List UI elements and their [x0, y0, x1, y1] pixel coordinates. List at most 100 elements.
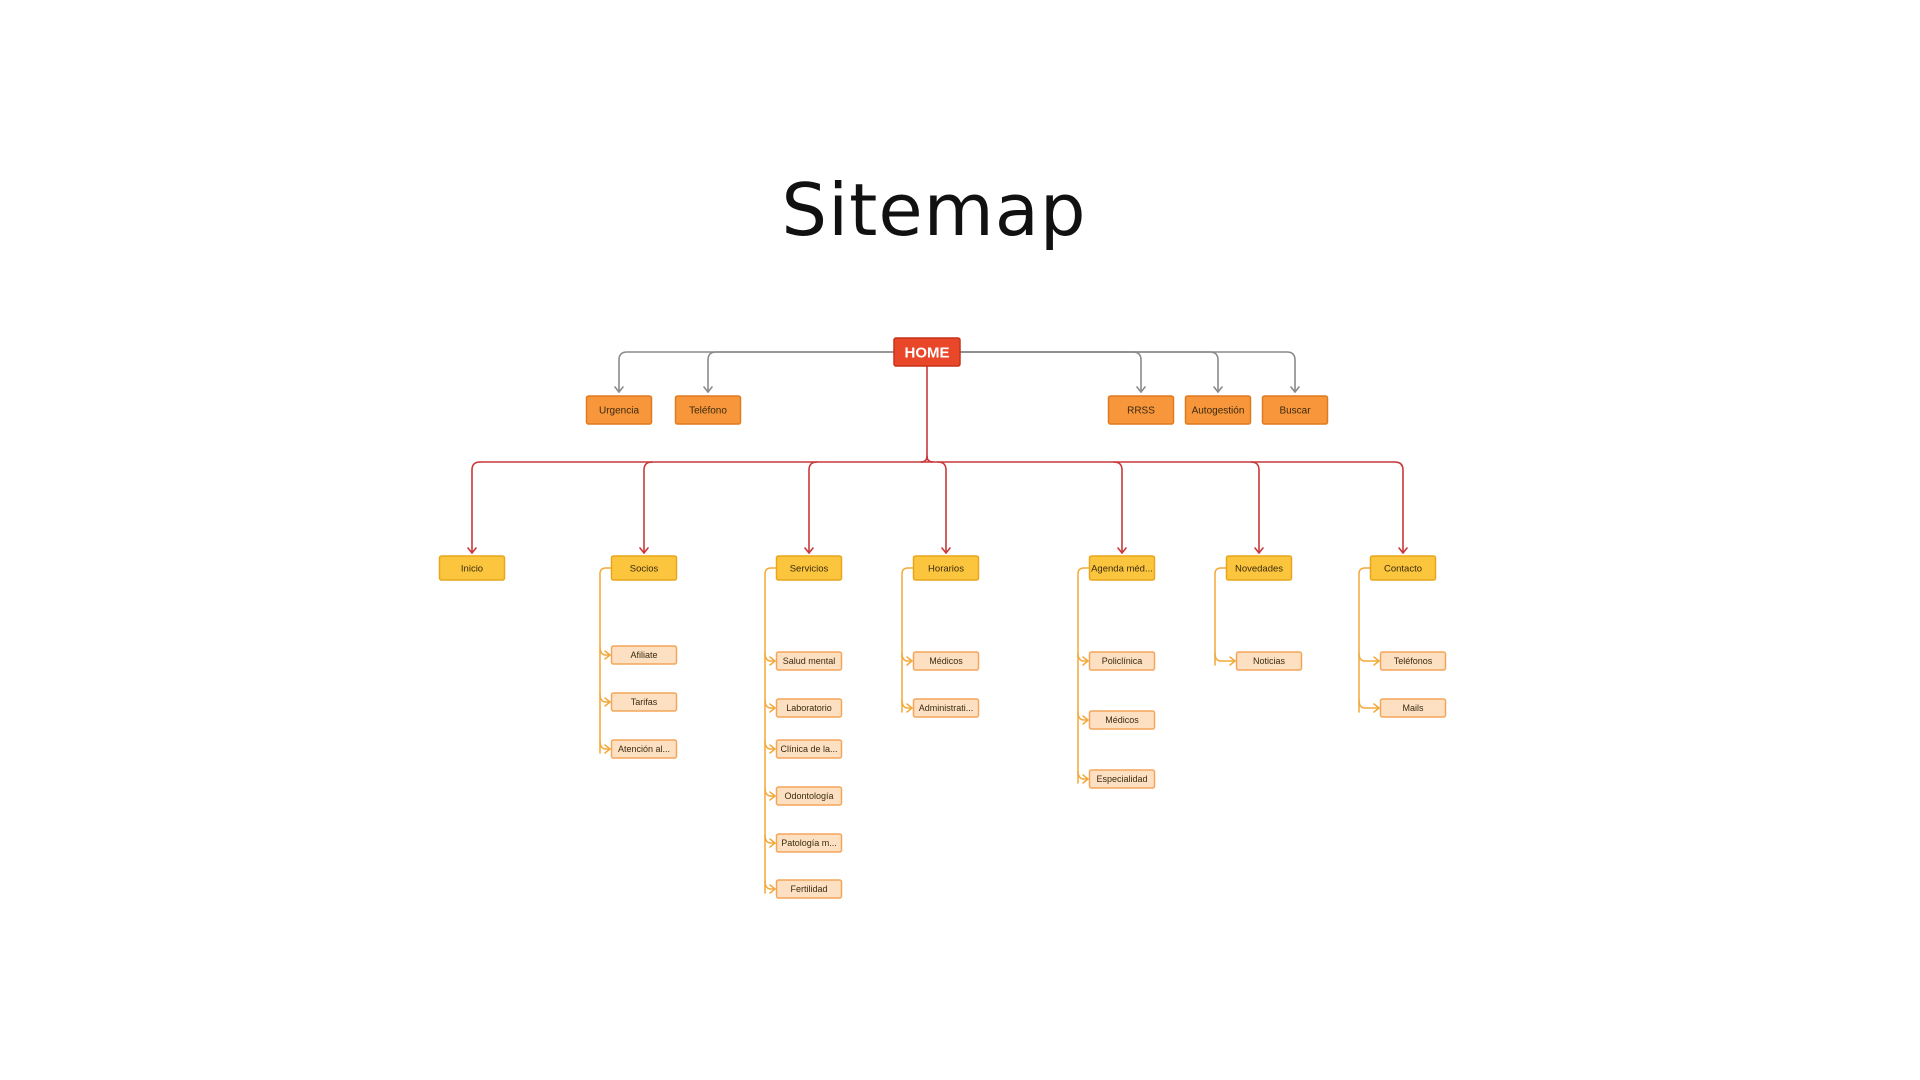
section-node-socios[interactable]: Socios: [610, 555, 678, 581]
section-node-contacto-box: [1369, 555, 1437, 581]
page-node-noticias-box: [1235, 651, 1303, 671]
section-link-agenda-med: [1113, 461, 1123, 554]
utility-arrow-telefono: [703, 386, 713, 393]
utility-node-urgencia[interactable]: Urgencia: [585, 395, 653, 425]
page-node-clinica-de-la-box: [775, 739, 843, 759]
section-link-socios: [643, 461, 653, 554]
page-node-salud-mental-label: Salud mental: [783, 656, 836, 666]
page-node-fertilidad-label: Fertilidad: [790, 884, 827, 894]
page-node-odontologia-box: [775, 786, 843, 806]
child-arrow-socios-1: [604, 697, 611, 707]
utility-link-buscar: [959, 351, 1296, 393]
section-arrow-agenda-med: [1117, 547, 1127, 554]
home-node[interactable]: HOME: [893, 337, 961, 367]
page-node-medicos-box: [1088, 710, 1156, 730]
child-arrow-socios-2: [604, 744, 611, 754]
child-arrow-servicios-2: [769, 744, 776, 754]
section-node-horarios[interactable]: Horarios: [912, 555, 980, 581]
section-arrow-contacto: [1398, 547, 1408, 554]
section-node-socios-box: [610, 555, 678, 581]
section-node-inicio[interactable]: Inicio: [438, 555, 506, 581]
page-node-medicos-label: Médicos: [1105, 715, 1139, 725]
utility-link-rrss: [959, 351, 1142, 393]
child-arrow-horarios-0: [906, 656, 913, 666]
section-node-novedades-box: [1225, 555, 1293, 581]
connector-layer: [467, 351, 1408, 894]
page-node-patologia-m[interactable]: Patología m...: [775, 833, 843, 853]
utility-node-rrss[interactable]: RRSS: [1107, 395, 1175, 425]
child-link-servicios-0: [764, 652, 776, 662]
page-node-especialidad[interactable]: Especialidad: [1088, 769, 1156, 789]
child-link-socios-0: [599, 646, 611, 656]
page-node-administrati[interactable]: Administrati...: [912, 698, 980, 718]
page-node-medicos[interactable]: Médicos: [912, 651, 980, 671]
page-node-policlinica[interactable]: Policlínica: [1088, 651, 1156, 671]
section-node-servicios[interactable]: Servicios: [775, 555, 843, 581]
utility-node-telefono[interactable]: Teléfono: [674, 395, 742, 425]
utility-arrow-rrss: [1136, 386, 1146, 393]
utility-node-urgencia-label: Urgencia: [599, 406, 639, 417]
section-arrow-novedades: [1254, 547, 1264, 554]
child-link-horarios-1: [901, 699, 913, 709]
page-node-odontologia[interactable]: Odontología: [775, 786, 843, 806]
page-node-atencion-al-label: Atención al...: [618, 744, 670, 754]
utility-arrow-autogestion: [1213, 386, 1223, 393]
child-arrow-agenda-med-0: [1082, 656, 1089, 666]
page-node-laboratorio[interactable]: Laboratorio: [775, 698, 843, 718]
page-node-medicos[interactable]: Médicos: [1088, 710, 1156, 730]
utility-node-urgencia-box: [585, 395, 653, 425]
utility-node-buscar[interactable]: Buscar: [1261, 395, 1329, 425]
utility-node-buscar-label: Buscar: [1279, 406, 1311, 417]
section-node-novedades[interactable]: Novedades: [1225, 555, 1293, 581]
page-node-afiliate[interactable]: Afiliate: [610, 645, 678, 665]
utility-node-rrss-label: RRSS: [1127, 406, 1155, 417]
home-node-box: [893, 337, 961, 367]
section-node-socios-label: Socios: [630, 563, 659, 574]
child-bracket-agenda-med: [1077, 567, 1090, 784]
page-node-especialidad-label: Especialidad: [1096, 774, 1147, 784]
child-link-contacto-0: [1358, 652, 1380, 662]
page-node-laboratorio-box: [775, 698, 843, 718]
child-arrow-novedades-0: [1229, 656, 1236, 666]
page-node-tarifas-box: [610, 692, 678, 712]
node-layer: HOME Urgencia Teléfono RRSS Autogestión Busca…: [438, 337, 1447, 899]
child-link-agenda-med-0: [1077, 652, 1089, 662]
page-node-telefonos[interactable]: Teléfonos: [1379, 651, 1447, 671]
section-link-horarios: [937, 461, 947, 554]
child-arrow-horarios-1: [906, 703, 913, 713]
page-node-mails[interactable]: Mails: [1379, 698, 1447, 718]
section-node-horarios-box: [912, 555, 980, 581]
child-arrow-contacto-0: [1373, 656, 1380, 666]
section-arrow-horarios: [941, 547, 951, 554]
child-link-socios-2: [599, 740, 611, 750]
page-node-atencion-al[interactable]: Atención al...: [610, 739, 678, 759]
child-link-contacto-1: [1358, 699, 1380, 709]
child-arrow-servicios-0: [769, 656, 776, 666]
page-node-atencion-al-box: [610, 739, 678, 759]
section-arrow-inicio: [467, 547, 477, 554]
page-node-tarifas-label: Tarifas: [631, 697, 658, 707]
section-node-agenda-med[interactable]: Agenda méd...: [1088, 555, 1156, 581]
page-node-clinica-de-la[interactable]: Clínica de la...: [775, 739, 843, 759]
utility-link-autogestion: [959, 351, 1219, 393]
utility-node-autogestion[interactable]: Autogestión: [1184, 395, 1252, 425]
child-link-servicios-2: [764, 740, 776, 750]
page-node-patologia-m-box: [775, 833, 843, 853]
child-arrow-servicios-3: [769, 791, 776, 801]
utility-node-autogestion-box: [1184, 395, 1252, 425]
page-node-salud-mental-box: [775, 651, 843, 671]
section-trunk: [920, 365, 928, 463]
child-arrow-agenda-med-1: [1082, 715, 1089, 725]
utility-link-telefono: [707, 351, 895, 393]
page-node-tarifas[interactable]: Tarifas: [610, 692, 678, 712]
child-link-agenda-med-1: [1077, 711, 1089, 721]
child-bracket-servicios: [764, 567, 777, 894]
page-node-noticias[interactable]: Noticias: [1235, 651, 1303, 671]
section-link-servicios: [808, 461, 818, 554]
page-node-fertilidad[interactable]: Fertilidad: [775, 879, 843, 899]
section-node-servicios-label: Servicios: [790, 563, 829, 574]
page-node-salud-mental[interactable]: Salud mental: [775, 651, 843, 671]
section-arrow-socios: [639, 547, 649, 554]
page-node-fertilidad-box: [775, 879, 843, 899]
section-node-contacto[interactable]: Contacto: [1369, 555, 1437, 581]
